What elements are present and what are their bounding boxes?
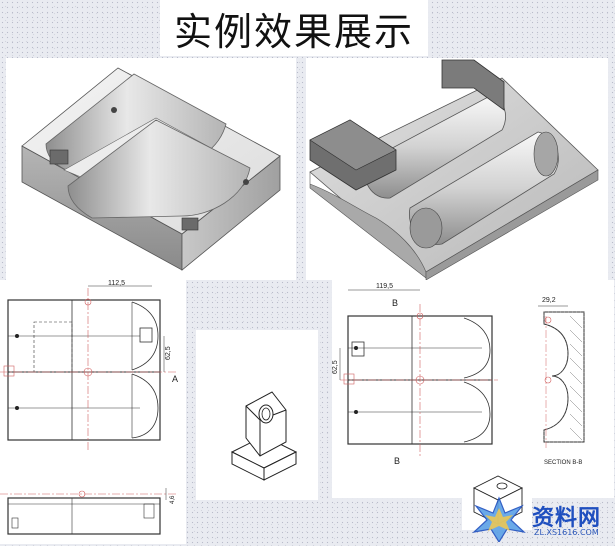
section-mark-b-bottom: B <box>394 456 400 466</box>
render-left-panel <box>6 58 296 280</box>
dim-depth-left: 4,6 <box>170 495 176 504</box>
star-logo-icon <box>472 496 526 542</box>
watermark: 资料网 ZL.XS1616.COM <box>466 496 612 544</box>
page-title: 实例效果展示 <box>173 9 414 54</box>
watermark-name: 资料网 <box>532 506 602 531</box>
dim-height-left: 62,5 <box>165 346 172 360</box>
drawing-right-panel: 119,5 B 62,5 B 29,2 SECTION B-B <box>332 280 614 498</box>
drawing-left: 112,5 62,5 A 4,6 <box>0 280 178 535</box>
section-mark-a: A <box>172 374 178 384</box>
part-view-middle-panel <box>196 330 318 500</box>
base-right-face <box>425 169 599 281</box>
clamp-block-left-top <box>309 119 397 171</box>
render-right-assembly <box>309 59 599 281</box>
clamp-block-isometric <box>230 391 298 481</box>
roller-1-knurl-end <box>533 131 559 177</box>
dim-height-right: 62,5 <box>332 360 339 374</box>
dim-width-right: 119,5 <box>376 283 393 290</box>
section-mark-b-top: B <box>392 298 398 308</box>
section-label: SECTION B-B <box>544 460 582 466</box>
hole-1 <box>111 107 117 113</box>
roller-2-knurl <box>409 207 443 249</box>
base-front-wave <box>309 172 427 279</box>
watermark-url: ZL.XS1616.COM <box>534 528 599 537</box>
render-left-block <box>21 67 281 271</box>
dim-width-left: 112,5 <box>108 280 125 287</box>
cavity-2 <box>67 119 251 219</box>
pin-right <box>181 217 199 231</box>
drawing-right: 119,5 B 62,5 B 29,2 SECTION B-B <box>332 283 585 466</box>
hole-2 <box>243 179 249 185</box>
drawing-left-panel: 112,5 62,5 A 4,6 <box>0 280 186 544</box>
pin-left <box>49 149 69 165</box>
title-banner: 实例效果展示 <box>160 0 428 56</box>
dim-section-right: 29,2 <box>542 297 556 304</box>
clamp-block-top <box>441 59 505 111</box>
render-right-panel <box>306 58 608 281</box>
